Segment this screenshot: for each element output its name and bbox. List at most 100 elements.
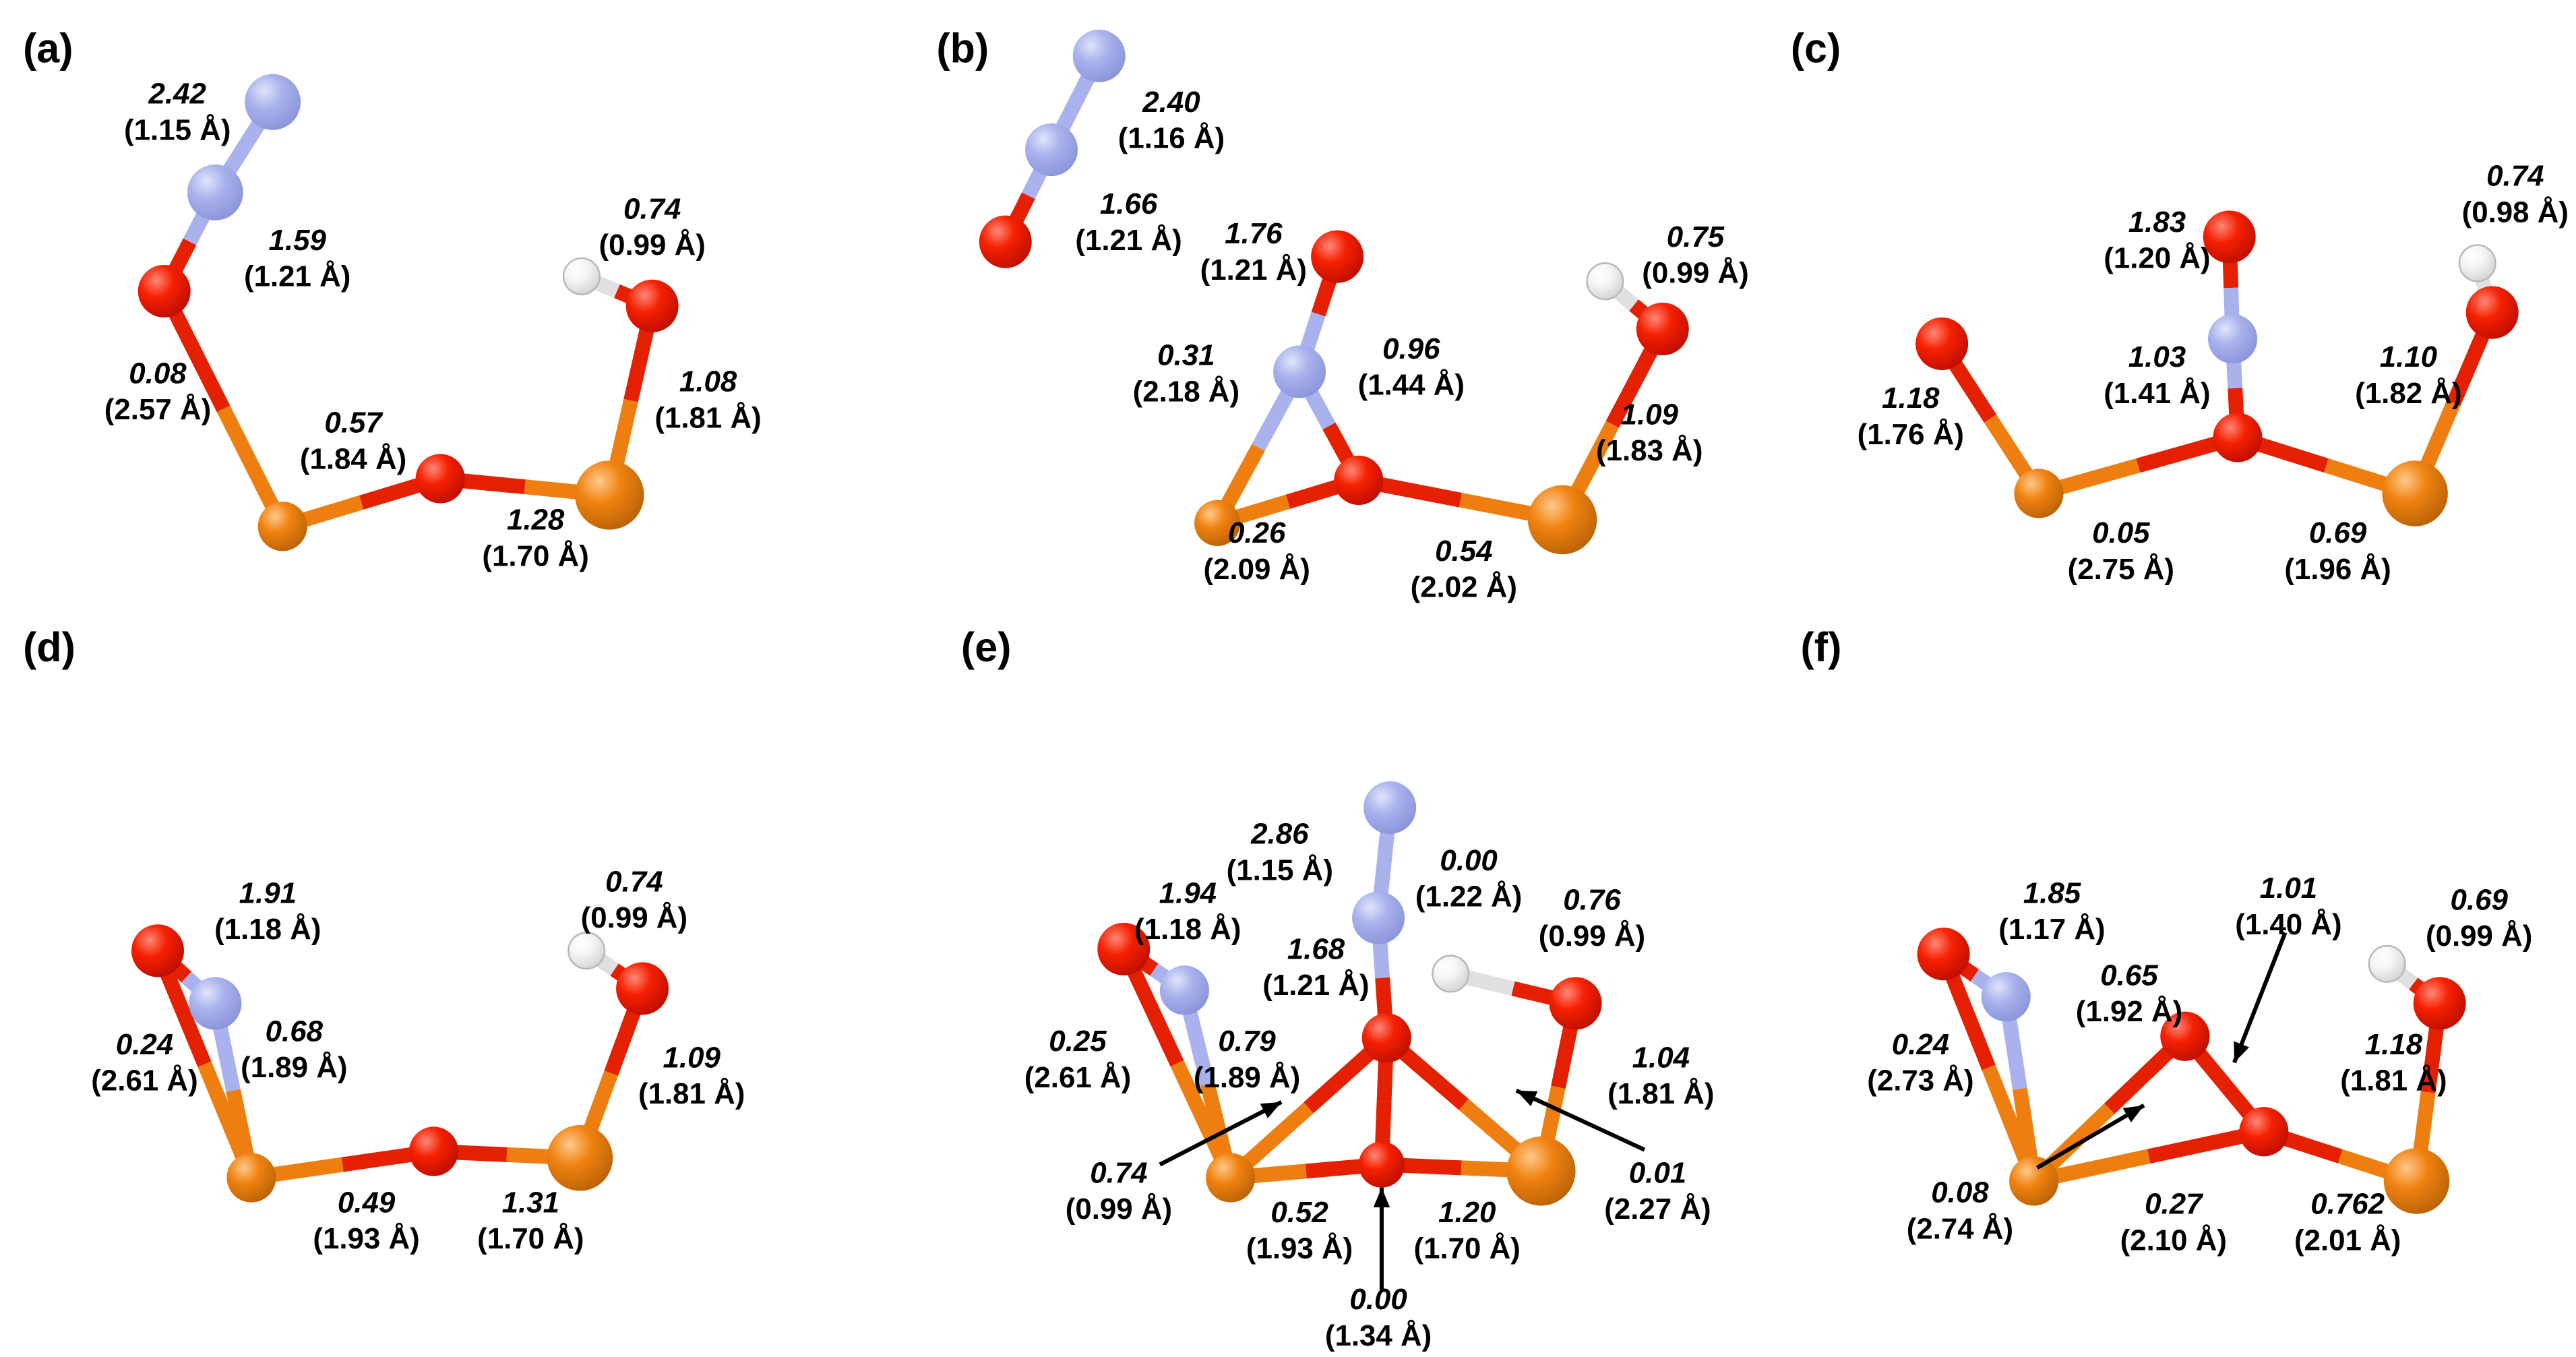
bond-order-label: 1.66 <box>1100 187 1158 220</box>
bond-length-label: (1.40 Å) <box>2235 908 2341 941</box>
bond-length-label: (2.61 Å) <box>91 1064 197 1097</box>
panel-f: (f)1.85(1.17 Å)1.01(1.40 Å)0.69(0.99 Å)0… <box>1801 624 2533 1257</box>
atom-oxygen <box>2413 977 2466 1030</box>
bond-length-label: (1.92 Å) <box>2076 995 2182 1028</box>
atom-oxygen <box>2160 1011 2210 1061</box>
atom-silicon <box>257 502 307 551</box>
bond-length-label: (1.21 Å) <box>244 260 350 293</box>
bond-length-label: (2.01 Å) <box>2294 1224 2401 1257</box>
atom-oxygen <box>137 264 191 318</box>
bond-order-label: 0.00 <box>1349 1283 1407 1316</box>
bond-order-label: 0.74 <box>2486 160 2544 193</box>
panel-e: (e)2.86(1.15 Å)0.00(1.22 Å)0.76(0.99 Å)1… <box>961 624 1715 1352</box>
bond-order-label: 1.18 <box>2365 1028 2423 1061</box>
bond-length-label: (1.16 Å) <box>1118 122 1225 155</box>
bond-length-label: (1.76 Å) <box>1858 418 1964 451</box>
atom-hydrogen <box>562 257 601 295</box>
atom-nitrogen <box>187 164 243 220</box>
atom-silicon <box>2014 469 2064 518</box>
atom-nitrogen <box>1025 123 1078 177</box>
bond-length-label: (1.44 Å) <box>1358 369 1465 402</box>
bond-order-label: 0.76 <box>1563 883 1621 916</box>
panel-letter-a: (a) <box>23 26 73 71</box>
bond-length-label: (1.18 Å) <box>1134 913 1241 946</box>
atom-nitrogen <box>189 977 242 1030</box>
bond-order-label: 0.75 <box>1667 220 1725 253</box>
bond-order-label: 0.69 <box>2451 883 2509 916</box>
atom-oxygen <box>616 962 669 1015</box>
bond-order-label: 1.59 <box>269 224 327 257</box>
bond-order-label: 0.74 <box>623 193 681 226</box>
panel-b: (b)2.40(1.16 Å)1.66(1.21 Å)1.76(1.21 Å)0… <box>936 26 1748 604</box>
bond-order-label: 0.54 <box>1435 535 1492 568</box>
panel-letter-f: (f) <box>1801 624 1842 670</box>
panel-letter-e: (e) <box>961 624 1011 670</box>
atom-nitrogen <box>2208 314 2258 364</box>
atom-silicon <box>226 1153 276 1203</box>
bond-order-label: 1.20 <box>1438 1196 1496 1229</box>
bond-order-label: 0.01 <box>1629 1156 1686 1189</box>
bond-order-label: 1.08 <box>679 365 737 398</box>
bond-length-label: (1.41 Å) <box>2104 377 2210 410</box>
bond-order-label: 2.42 <box>148 78 206 111</box>
bond-order-label: 0.57 <box>324 406 384 440</box>
atom-nitrogen <box>1072 29 1126 82</box>
atom-silicon <box>575 460 644 530</box>
bond-order-label: 0.68 <box>266 1015 324 1048</box>
bond-order-label: 1.91 <box>239 877 297 910</box>
atom-oxygen <box>1915 317 1969 370</box>
bond-length-label: (1.70 Å) <box>1413 1232 1520 1265</box>
bond-length-label: (1.83 Å) <box>1596 434 1703 467</box>
bond-length-label: (2.73 Å) <box>1867 1064 1973 1097</box>
bond-order-label: 1.31 <box>502 1186 559 1219</box>
bond-order-label: 2.40 <box>1142 86 1200 119</box>
bond-order-label: 1.28 <box>507 504 565 537</box>
atom-oxygen <box>1097 922 1151 975</box>
bond-order-label: 1.83 <box>2128 206 2186 239</box>
bond-length-label: (0.99 Å) <box>1539 919 1645 953</box>
bond-length-label: (1.81 Å) <box>638 1077 745 1110</box>
panel-c: (c)1.83(1.20 Å)0.74(0.98 Å)1.03(1.41 Å)1… <box>1791 26 2569 586</box>
atom-oxygen <box>1311 230 1364 283</box>
bond-order-label: 0.26 <box>1228 516 1286 549</box>
bond-length-label: (2.09 Å) <box>1203 553 1310 586</box>
bond-length-label: (1.70 Å) <box>477 1222 584 1255</box>
bond-length-label: (1.15 Å) <box>1227 853 1333 886</box>
bond-length-label: (1.89 Å) <box>241 1051 347 1084</box>
atom-silicon <box>2382 460 2448 526</box>
atom-oxygen <box>979 215 1032 268</box>
atom-oxygen <box>1334 455 1384 506</box>
bond-order-label: 1.85 <box>2023 877 2081 910</box>
bond-length-label: (0.99 Å) <box>581 901 687 934</box>
atom-oxygen <box>415 454 465 504</box>
panel-letter-c: (c) <box>1791 26 1841 71</box>
bond-order-label: 0.74 <box>1090 1156 1147 1189</box>
atom-silicon <box>1194 500 1241 547</box>
annotation-arrow <box>1515 1088 1646 1152</box>
bond-length-label: (2.02 Å) <box>1411 571 1517 604</box>
bond-length-label: (1.70 Å) <box>482 539 588 572</box>
bond-order-label: 0.08 <box>1931 1176 1989 1209</box>
bond-order-label: 0.52 <box>1270 1196 1328 1229</box>
bond-length-label: (1.34 Å) <box>1325 1319 1432 1352</box>
atom-nitrogen <box>1159 965 1209 1015</box>
annotation-arrow <box>2035 1104 2145 1170</box>
bond-order-label: 0.27 <box>2145 1188 2204 1221</box>
atom-nitrogen <box>245 73 301 130</box>
bond-length-label: (0.99 Å) <box>599 229 705 262</box>
bond-length-label: (1.89 Å) <box>1194 1061 1300 1094</box>
bond-length-label: (1.20 Å) <box>2104 242 2210 275</box>
atom-oxygen <box>1361 1013 1411 1063</box>
annotation-arrow <box>1159 1100 1283 1167</box>
bond-length-label: (1.15 Å) <box>124 113 231 146</box>
atom-oxygen <box>1358 1141 1405 1188</box>
bond-order-label: 0.05 <box>2092 516 2150 549</box>
bond-order-label: 0.25 <box>1049 1025 1107 1058</box>
bond-length-label: (0.99 Å) <box>1642 257 1748 290</box>
bond-order-label: 1.10 <box>2380 340 2437 373</box>
bond-length-label: (1.96 Å) <box>2284 553 2391 586</box>
atom-hydrogen <box>1586 262 1624 301</box>
atom-hydrogen <box>568 932 606 970</box>
